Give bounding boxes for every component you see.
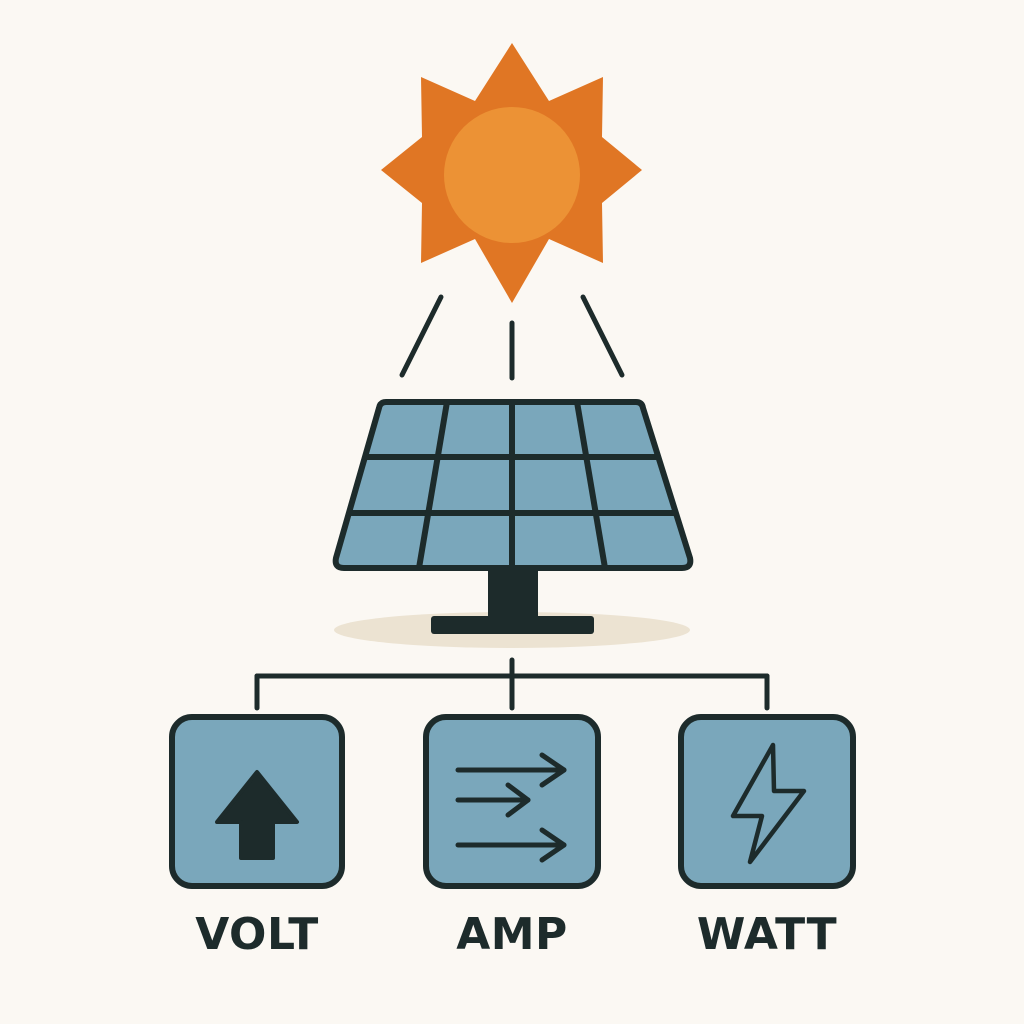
solar-panel-icon bbox=[332, 399, 694, 634]
panel-stand-base bbox=[431, 616, 594, 634]
sun-icon bbox=[381, 43, 642, 303]
panel-stand-post bbox=[488, 568, 538, 620]
sun-core bbox=[444, 107, 580, 243]
light-rays bbox=[399, 294, 625, 381]
watt-label: WATT bbox=[696, 909, 838, 960]
watt-tile bbox=[678, 714, 856, 889]
up-arrow-icon bbox=[215, 770, 299, 860]
lightning-bolt-icon bbox=[730, 742, 807, 865]
connector-lines bbox=[254, 657, 770, 711]
volt-label: VOLT bbox=[195, 909, 319, 960]
triple-arrow-icon bbox=[455, 752, 567, 863]
light-ray-left bbox=[399, 294, 444, 378]
volt-tile bbox=[169, 714, 345, 889]
light-ray-right bbox=[580, 294, 625, 378]
amp-label: AMP bbox=[456, 909, 568, 960]
panel-grid bbox=[350, 401, 675, 569]
amp-tile bbox=[423, 714, 601, 889]
